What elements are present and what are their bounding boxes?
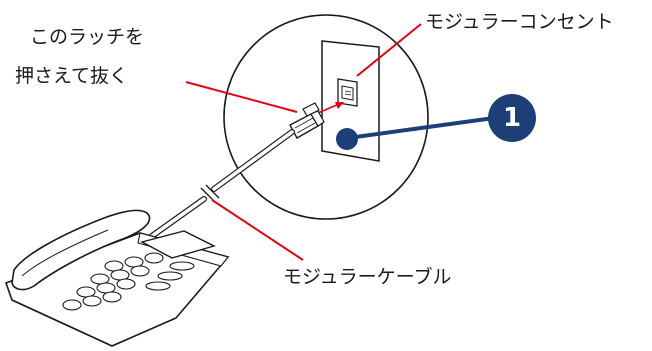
step-marker bbox=[336, 116, 495, 150]
display-panel bbox=[140, 230, 216, 259]
modular-outlet bbox=[321, 40, 380, 162]
callout-cable bbox=[211, 199, 304, 261]
handset bbox=[11, 209, 151, 291]
cable bbox=[149, 129, 295, 239]
step-number-badge: 1 bbox=[488, 94, 536, 142]
insert-arrow bbox=[317, 102, 344, 114]
latch-label-line1: このラッチを bbox=[30, 26, 145, 48]
callout-outlet bbox=[356, 23, 422, 77]
outlet-label: モジュラーコンセント bbox=[425, 11, 614, 33]
cable-label: モジュラーケーブル bbox=[283, 266, 452, 288]
latch-label-line2: 押さえて抜く bbox=[15, 65, 129, 87]
callout-latch bbox=[185, 81, 298, 113]
modular-plug bbox=[289, 102, 325, 139]
callout-lines bbox=[185, 23, 422, 261]
keypad bbox=[62, 252, 195, 311]
telephone bbox=[4, 209, 230, 347]
